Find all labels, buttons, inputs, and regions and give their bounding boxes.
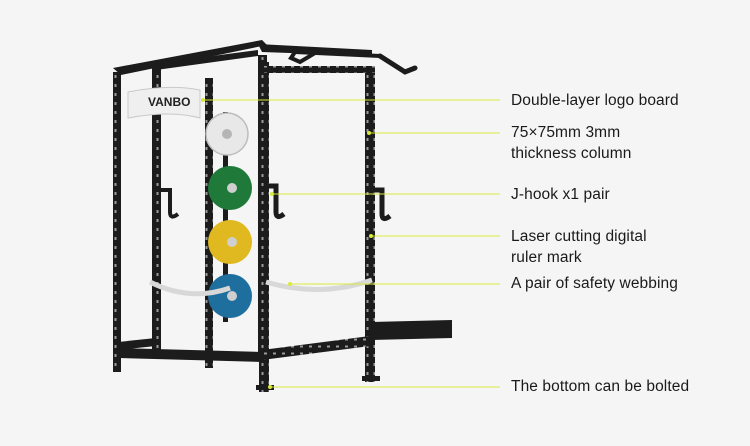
base-crossbar	[118, 348, 262, 362]
callout-leaders	[201, 98, 500, 389]
top-rail-left	[113, 40, 267, 75]
j-hook-right	[372, 187, 392, 222]
front-right-upright	[365, 66, 375, 382]
callout-ruler-mark-label: Laser cutting digital ruler mark	[511, 228, 647, 266]
base-rail-back	[118, 338, 156, 350]
base-rail-front	[262, 336, 370, 360]
front-top-beam	[259, 66, 375, 73]
callout-bolted-bottom-label: The bottom can be bolted	[511, 378, 690, 395]
right-foot-plate	[362, 376, 380, 381]
base-frame	[118, 320, 452, 390]
callout-j-hook-label: J-hook x1 pair	[511, 186, 610, 203]
callout-column-label: 75×75mm 3mm thickness column	[511, 124, 632, 162]
top-rail-mid	[152, 50, 258, 70]
left-foot-plate	[256, 385, 274, 390]
front-left-upright	[259, 62, 269, 392]
dip-attachment	[370, 320, 452, 340]
logo-board: VANBO	[127, 86, 201, 119]
callout-logo-board-label: Double-layer logo board	[511, 92, 679, 109]
rear-left-upright	[113, 72, 121, 372]
weight-plate-stack	[205, 112, 252, 322]
callout-safety-webbing-label: A pair of safety webbing	[511, 275, 678, 292]
pull-up-bar	[288, 48, 418, 75]
brand-logo: VANBO	[148, 95, 190, 109]
mid-inner-upright	[205, 78, 213, 368]
j-hooks	[161, 183, 392, 222]
j-hook-left	[266, 183, 286, 220]
rear-mid-upright	[152, 66, 161, 356]
safety-webbing	[148, 277, 373, 297]
front-frame	[205, 62, 375, 392]
